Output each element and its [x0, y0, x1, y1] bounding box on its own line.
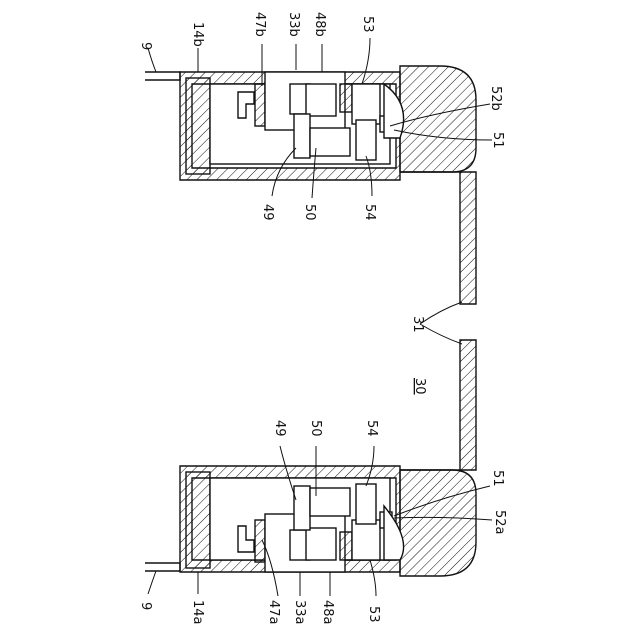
label-49-top: 49 — [260, 204, 275, 221]
label-54-bottom: 54 — [364, 420, 379, 437]
label-53-bottom: 53 — [366, 606, 381, 623]
label-48b: 48b — [312, 12, 327, 37]
label-52a: 52a — [492, 510, 507, 535]
label-33a: 33a — [292, 600, 307, 625]
label-50-top: 50 — [302, 204, 317, 221]
label-30: 30 — [412, 378, 427, 395]
frame-plate-bottom — [145, 563, 180, 571]
label-51-bottom: 51 — [490, 470, 505, 487]
label-51-top: 51 — [490, 132, 505, 149]
label-48a: 48a — [320, 600, 335, 625]
label-47a: 47a — [266, 600, 281, 625]
part-54 — [356, 120, 376, 160]
label-50-bottom: 50 — [308, 420, 323, 437]
label-52b: 52b — [488, 86, 503, 111]
part-47a — [255, 520, 265, 562]
label-33b: 33b — [286, 12, 301, 37]
label-49-bottom: 49 — [272, 420, 287, 437]
label-9-bottom: 9 — [138, 602, 153, 610]
part-54 — [356, 484, 376, 524]
label-14b: 14b — [190, 22, 205, 47]
label-53-top: 53 — [360, 16, 375, 33]
frame-plate-top — [145, 72, 180, 80]
part-49 — [294, 486, 310, 530]
label-14a: 14a — [190, 600, 205, 625]
label-54-top: 54 — [362, 204, 377, 221]
label-9-top: 9 — [138, 42, 153, 50]
label-31: 31 — [410, 316, 425, 333]
part-47b — [255, 84, 265, 126]
housing-top — [180, 72, 400, 180]
part-49 — [294, 114, 310, 158]
label-47b: 47b — [252, 12, 267, 37]
